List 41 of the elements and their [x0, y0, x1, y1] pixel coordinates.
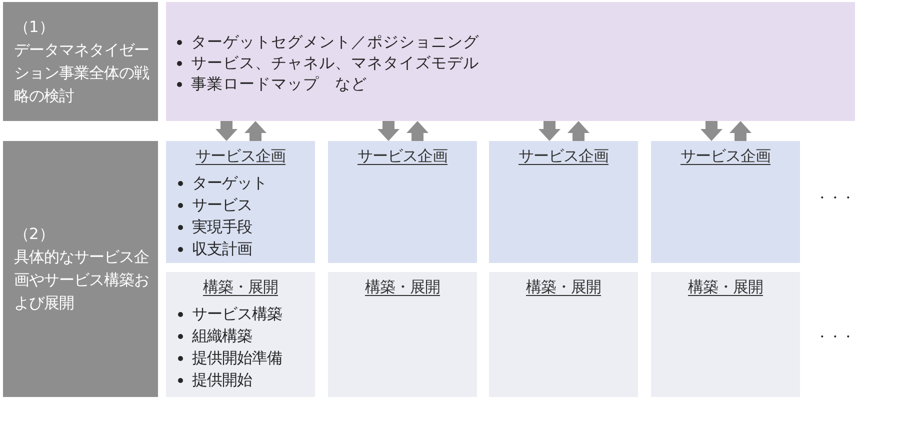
card-heading: サービス企画	[680, 146, 770, 167]
arrow	[538, 121, 560, 141]
list-item: サービス構築	[192, 304, 282, 325]
planning-panel	[651, 141, 800, 263]
arrow	[700, 121, 722, 141]
step-number: （2）	[14, 224, 54, 245]
list-item: 提供開始準備	[192, 348, 282, 369]
card-heading: サービス企画	[518, 146, 608, 167]
card-heading: 構築・展開	[203, 277, 278, 298]
step-title: 具体的なサービス企画やサービス構築および展開	[14, 247, 150, 314]
card-heading: サービス企画	[196, 146, 286, 167]
arrow	[378, 121, 400, 141]
planning-panel	[489, 141, 638, 263]
arrow	[244, 121, 266, 141]
arrow	[730, 121, 752, 141]
list-item: 実現手段	[192, 217, 252, 238]
ellipsis-text: ・・・	[816, 330, 854, 346]
list-item: 収支計画	[192, 239, 252, 260]
side-panel	[3, 2, 158, 121]
list-item: ターゲット	[192, 173, 267, 194]
card-heading: 構築・展開	[526, 277, 601, 298]
arrow	[568, 121, 590, 141]
build-panel	[166, 272, 315, 397]
step-number: （1）	[14, 16, 54, 38]
ellipsis-text: ・・・	[816, 191, 854, 207]
card-heading: サービス企画	[358, 146, 448, 167]
list-item: 組織構築	[192, 326, 252, 347]
arrow	[406, 121, 428, 141]
list-item: 提供開始	[192, 370, 252, 391]
card-heading: 構築・展開	[688, 277, 763, 298]
list-item: サービス、チャネル、マネタイズモデル	[191, 53, 479, 74]
planning-panel	[328, 141, 477, 263]
list-item: サービス	[192, 195, 252, 216]
list-item: 事業ロードマップ など	[191, 74, 367, 95]
step-title: データマネタイゼーション事業全体の戦略の検討	[14, 40, 150, 106]
planning-panel	[166, 141, 315, 263]
arrow	[216, 121, 238, 141]
list-item: ターゲットセグメント／ポジショニング	[191, 32, 479, 53]
content-panel	[166, 2, 855, 121]
side-panel	[3, 141, 158, 397]
card-heading: 構築・展開	[365, 277, 440, 298]
